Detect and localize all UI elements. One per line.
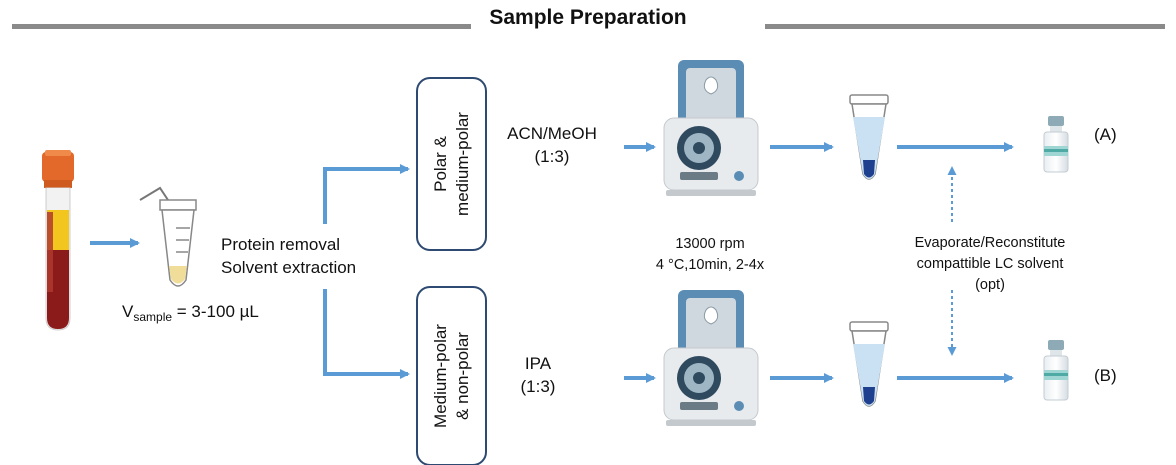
- centrifuge-speed: 13000 rpm: [675, 236, 745, 252]
- centrifuge-icon-b: [663, 290, 759, 426]
- reconstitution-line3: (opt): [975, 277, 1005, 293]
- arrow-to-nonpolar-branch: [323, 289, 410, 379]
- title-rule-left: [12, 24, 482, 29]
- extraction-label-line2: Solvent extraction: [221, 258, 357, 277]
- supernatant-tube-icon-a: [849, 94, 889, 180]
- arrow-to-polar-branch: [323, 164, 410, 224]
- page-title: Sample Preparation: [0, 6, 1176, 30]
- centrifuge-icon-a: [663, 60, 759, 196]
- reconstitution-line1: Evaporate/Reconstitute: [914, 235, 1066, 251]
- reconstitution-note: Evaporate/Reconstitute compattible LC so…: [880, 233, 1100, 296]
- polar-fraction-box: Polar & medium-polar: [416, 77, 487, 251]
- reconstitution-line2: compattible LC solvent: [916, 256, 1064, 272]
- solvent-label-b: IPA (1:3): [508, 352, 568, 398]
- polar-box-line2: medium-polar: [452, 112, 472, 216]
- nonpolar-box-line2: & non-polar: [452, 332, 472, 420]
- blood-tube-icon: [42, 150, 74, 331]
- extraction-label-line1: Protein removal: [221, 235, 341, 254]
- solvent-b-ratio: (1:3): [520, 377, 556, 396]
- nonpolar-fraction-box: Medium-polar & non-polar: [416, 286, 487, 465]
- sample-tube-icon: [139, 186, 197, 287]
- lc-vial-icon-b: [1043, 340, 1069, 401]
- supernatant-tube-icon-b: [849, 321, 889, 407]
- centrifuge-settings: 4 °C,10min, 2-4x: [655, 257, 765, 273]
- sample-volume-label: Vsample = 3-100 µL: [122, 302, 259, 324]
- output-label-b: (B): [1094, 366, 1117, 385]
- solvent-a-name: ACN/MeOH: [507, 124, 597, 143]
- centrifuge-conditions: 13000 rpm 4 °C,10min, 2-4x: [600, 234, 820, 276]
- solvent-b-name: IPA: [524, 354, 552, 373]
- lc-vial-icon-a: [1043, 116, 1069, 173]
- solvent-label-a: ACN/MeOH (1:3): [498, 122, 606, 168]
- title-rule-right: [765, 24, 1165, 29]
- output-label-a: (A): [1094, 125, 1117, 144]
- polar-box-line1: Polar &: [430, 136, 450, 192]
- solvent-a-ratio: (1:3): [534, 147, 570, 166]
- nonpolar-box-line1: Medium-polar: [430, 324, 450, 428]
- extraction-label: Protein removal Solvent extraction: [221, 233, 356, 279]
